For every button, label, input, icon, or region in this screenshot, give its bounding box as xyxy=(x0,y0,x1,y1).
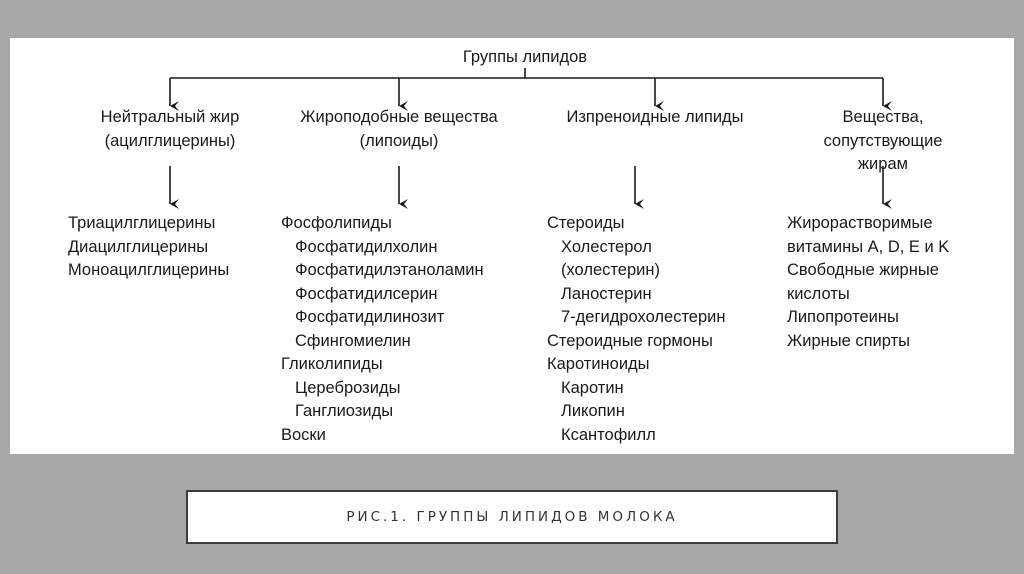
list-item: Липопротеины xyxy=(787,308,899,326)
group-title-lipoids: Жироподобные вещества (липоиды) xyxy=(274,106,524,153)
list-item: Жирные спирты xyxy=(787,331,910,350)
list-item: Каротин xyxy=(561,378,624,397)
list-item: Стероиды xyxy=(547,214,625,232)
list-item: Диацилглицерины xyxy=(68,237,209,256)
list-item: кислоты xyxy=(787,284,850,303)
list-item: Воски xyxy=(281,425,326,444)
list-item: Гликолипиды xyxy=(281,355,383,373)
list-item: Холестерол xyxy=(561,237,652,256)
list-item: Ксантофилл xyxy=(561,425,656,444)
list-item: (холестерин) xyxy=(561,261,660,279)
group-title-line: Изпреноидные липиды xyxy=(566,108,744,126)
list-item: Ланостерин xyxy=(561,284,652,303)
list-item: Сфингомиелин xyxy=(295,331,411,350)
group-items-associated: Жирорастворимые витамины A, D, E и K Свобо… xyxy=(787,212,949,353)
list-item: Стероидные гормоны xyxy=(547,331,713,350)
group-title-line: Жироподобные вещества xyxy=(300,108,498,126)
list-item: Ликопин xyxy=(561,402,625,420)
list-item: Ганглиозиды xyxy=(295,402,394,420)
group-title-neutral-fat: Нейтральный жир (ацилглицерины) xyxy=(50,106,290,153)
list-item: Цереброзиды xyxy=(295,378,401,397)
group-title-line: (липоиды) xyxy=(359,131,439,150)
group-title-line: сопутствующие xyxy=(823,131,943,150)
list-item: Фосфатидилэтаноламин xyxy=(295,261,484,279)
list-item: 7-дегидрохолестерин xyxy=(561,308,726,326)
group-title-line: Вещества, xyxy=(842,108,924,126)
diagram-panel: Группы липидов Нейтральный жир (ацилглиц… xyxy=(10,38,1014,454)
list-item: Триацилглицерины xyxy=(68,214,216,232)
list-item: Жирорастворимые xyxy=(787,214,933,232)
caption-box: РИС.1. ГРУППЫ ЛИПИДОВ МОЛОКА xyxy=(186,490,838,544)
list-item: Каротиноиды xyxy=(547,355,650,373)
connector-lines xyxy=(169,68,892,209)
list-item: Фосфолипиды xyxy=(281,214,392,232)
list-item: Свободные жирные xyxy=(787,261,939,279)
root-title: Группы липидов xyxy=(462,48,588,66)
list-item: витамины A, D, E и K xyxy=(787,237,950,256)
list-item: Фосфатидилсерин xyxy=(295,284,438,303)
group-title-line: жирам xyxy=(858,155,908,173)
group-title-line: (ацилглицерины) xyxy=(104,131,236,150)
group-title-isoprenoid: Изпреноидные липиды xyxy=(540,106,770,130)
figure-caption: РИС.1. ГРУППЫ ЛИПИДОВ МОЛОКА xyxy=(346,509,678,525)
list-item: Фосфатидилинозит xyxy=(295,308,445,326)
group-title-associated: Вещества, сопутствующие жирам xyxy=(783,106,983,177)
list-item: Фосфатидилхолин xyxy=(295,237,438,256)
list-item: Моноацилглицерины xyxy=(68,261,230,279)
group-title-line: Нейтральный жир xyxy=(100,108,240,126)
